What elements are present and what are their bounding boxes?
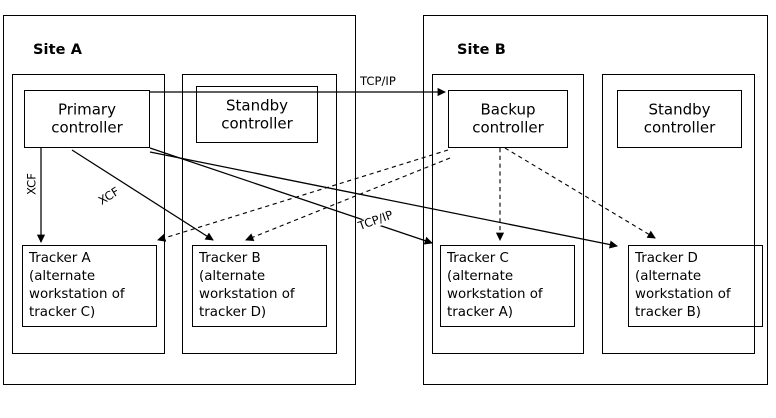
standby-controller-b[interactable]: Standby controller (617, 90, 742, 148)
primary-controller-group (12, 74, 165, 354)
link-backup-to-tracker-a (157, 149, 449, 242)
link-primary-to-tracker-d-tcpip (149, 151, 618, 249)
tracker-b-label: Tracker B (alternate workstation of trac… (199, 251, 295, 320)
tracker-d[interactable]: Tracker D (alternate workstation of trac… (628, 245, 763, 327)
site-b-boundary (423, 15, 768, 385)
backup-controller-label: Backup controller (472, 100, 544, 137)
tracker-c[interactable]: Tracker C (alternate workstation of trac… (440, 245, 575, 327)
tracker-d-label: Tracker D (alternate workstation of trac… (635, 251, 731, 320)
backup-controller[interactable]: Backup controller (448, 90, 568, 148)
backup-controller-group (432, 74, 584, 354)
primary-controller[interactable]: Primary controller (24, 90, 150, 148)
link-primary-to-tracker-b-xcf (71, 149, 214, 241)
link-primary-to-tracker-c-tcpip (149, 147, 433, 245)
tracker-c-label: Tracker C (alternate workstation of trac… (447, 251, 543, 320)
tracker-b[interactable]: Tracker B (alternate workstation of trac… (192, 245, 327, 327)
link-backup-to-tracker-b (245, 157, 451, 242)
xcf-vertical-label: XCF (24, 172, 39, 196)
tcpip-top-label: TCP/IP (359, 74, 397, 88)
standby-controller-b-group (602, 74, 755, 354)
site-a-title: Site A (33, 42, 83, 58)
standby-controller-b-label: Standby controller (643, 100, 716, 137)
link-backup-to-tracker-d (504, 147, 656, 239)
standby-controller-a-group (182, 74, 337, 354)
site-a-boundary (3, 15, 356, 385)
standby-controller-a-label: Standby controller (221, 96, 293, 133)
site-b-title: Site B (457, 42, 506, 58)
tracker-a-label: Tracker A (alternate workstation of trac… (29, 251, 125, 320)
standby-controller-a[interactable]: Standby controller (196, 86, 318, 143)
primary-controller-label: Primary controller (51, 100, 123, 137)
tracker-a[interactable]: Tracker A (alternate workstation of trac… (22, 245, 157, 327)
